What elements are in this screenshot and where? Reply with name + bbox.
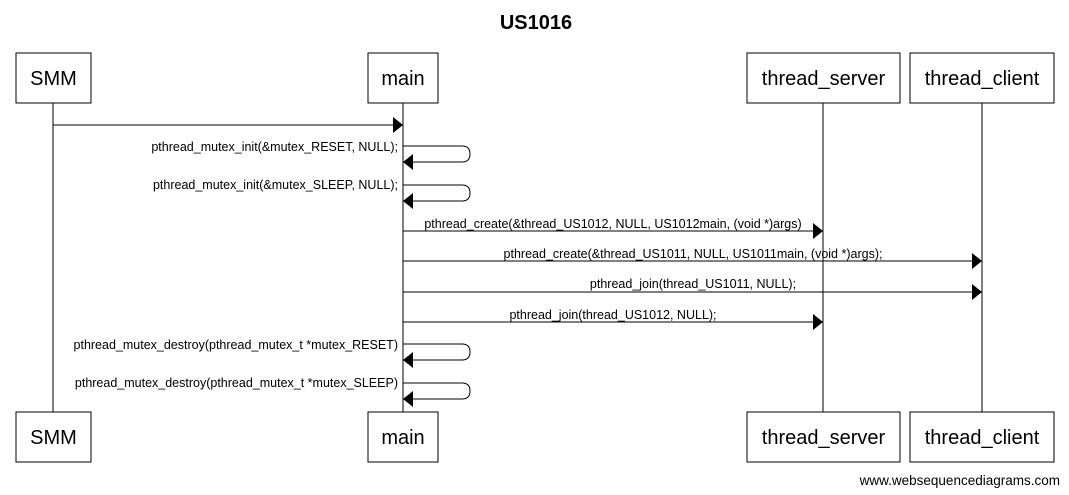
actor-thread-client-bottom: thread_client: [909, 411, 1055, 463]
message-create-thread-us1011: pthread_create(&thread_US1011, NULL, US1…: [403, 247, 982, 269]
actor-thread-client-top: thread_client: [909, 52, 1055, 104]
message-label: pthread_join(thread_US1012, NULL);: [509, 308, 716, 322]
actor-label: thread_server: [762, 427, 886, 449]
actor-thread-server-top: thread_server: [746, 52, 901, 104]
actor-main-bottom: main: [367, 411, 439, 463]
actor-thread-server-bottom: thread_server: [746, 411, 901, 463]
actor-label: SMM: [30, 68, 77, 90]
actor-smm-top: SMM: [15, 52, 92, 104]
actor-label: main: [381, 68, 424, 90]
message-label: pthread_mutex_destroy(pthread_mutex_t *m…: [74, 338, 398, 352]
message-join-thread-us1011: pthread_join(thread_US1011, NULL);: [403, 277, 982, 300]
actor-label: thread_server: [762, 68, 886, 90]
actor-smm-bottom: SMM: [15, 411, 92, 463]
message-join-thread-us1012: pthread_join(thread_US1012, NULL);: [403, 308, 823, 330]
actor-label: SMM: [30, 427, 77, 449]
message-label: pthread_create(&thread_US1012, NULL, US1…: [424, 217, 801, 231]
watermark: www.websequencediagrams.com: [859, 473, 1060, 488]
message-self-mutex-destroy-sleep: pthread_mutex_destroy(pthread_mutex_t *m…: [75, 376, 471, 407]
message-self-mutex-init-sleep: pthread_mutex_init(&mutex_SLEEP, NULL);: [153, 178, 471, 209]
actor-main-top: main: [367, 52, 439, 104]
actor-label: thread_client: [925, 68, 1040, 90]
actor-label: main: [381, 427, 424, 449]
diagram-title: US1016: [500, 12, 572, 34]
message-self-mutex-destroy-reset: pthread_mutex_destroy(pthread_mutex_t *m…: [74, 338, 471, 368]
message-smm-to-main: [53, 117, 403, 133]
actor-label: thread_client: [925, 427, 1040, 449]
message-label: pthread_mutex_init(&mutex_RESET, NULL);: [151, 140, 398, 154]
message-label: pthread_create(&thread_US1011, NULL, US1…: [504, 247, 883, 261]
message-label: pthread_mutex_destroy(pthread_mutex_t *m…: [75, 376, 398, 390]
message-create-thread-us1012: pthread_create(&thread_US1012, NULL, US1…: [403, 217, 823, 239]
message-label: pthread_join(thread_US1011, NULL);: [590, 277, 796, 291]
message-self-mutex-init-reset: pthread_mutex_init(&mutex_RESET, NULL);: [151, 140, 471, 170]
message-label: pthread_mutex_init(&mutex_SLEEP, NULL);: [153, 178, 398, 192]
